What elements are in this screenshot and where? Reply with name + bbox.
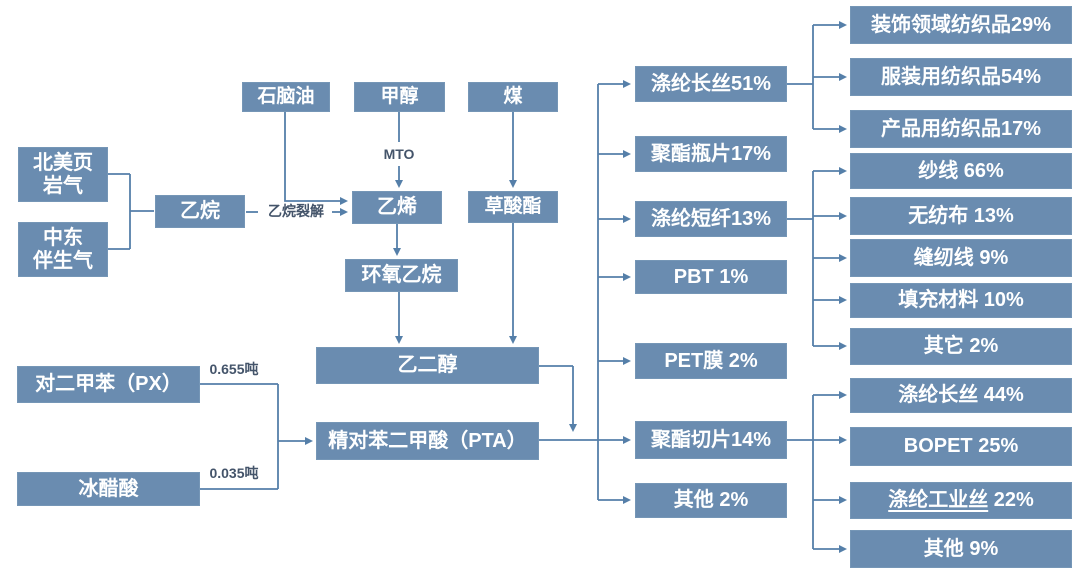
node-other-2: 其他 2% — [635, 483, 787, 518]
node-glacial-acetic-acid: 冰醋酸 — [17, 472, 200, 506]
node-product-textiles-17: 产品用纺织品17% — [850, 110, 1072, 148]
mto-label: MTO — [383, 146, 415, 162]
industrial-yarn-pct: 22% — [988, 489, 1034, 511]
node-others-2: 其它 2% — [850, 328, 1072, 365]
node-polyester-industrial-yarn-22: 涤纶工业丝 22% — [850, 482, 1072, 519]
node-oxalate-ester: 草酸酯 — [468, 191, 558, 223]
node-polyester-filament-44: 涤纶长丝 44% — [850, 378, 1072, 413]
node-pbt-1: PBT 1% — [635, 260, 787, 294]
node-other-9: 其他 9% — [850, 530, 1072, 568]
node-methanol: 甲醇 — [354, 82, 445, 112]
node-pta: 精对苯二甲酸（PTA） — [316, 422, 539, 460]
node-ethane: 乙烷 — [155, 195, 245, 228]
ethane-cracking-label: 乙烷裂解 — [268, 203, 324, 219]
node-decorative-textiles-29: 装饰领域纺织品29% — [850, 6, 1072, 44]
node-naphtha: 石脑油 — [242, 82, 330, 112]
node-pet-film-2: PET膜 2% — [635, 343, 787, 379]
node-meg: 乙二醇 — [316, 347, 539, 384]
acetic-yield-label: 0.035吨 — [209, 465, 259, 481]
node-north-america-shale-gas: 北美页 岩气 — [18, 147, 108, 202]
node-px: 对二甲苯（PX） — [17, 366, 200, 403]
node-sewing-thread-9: 缝纫线 9% — [850, 239, 1072, 277]
node-polyester-filament-51: 涤纶长丝51% — [635, 66, 787, 102]
node-bopet-25: BOPET 25% — [850, 427, 1072, 466]
node-ethylene: 乙烯 — [352, 191, 442, 224]
node-middle-east-associated-gas: 中东 伴生气 — [18, 222, 108, 277]
node-nonwoven-13: 无纺布 13% — [850, 197, 1072, 235]
node-yarn-66: 纱线 66% — [850, 153, 1072, 189]
px-yield-label: 0.655吨 — [209, 361, 259, 377]
node-coal: 煤 — [468, 82, 558, 112]
node-polyester-chip-14: 聚酯切片14% — [635, 421, 787, 459]
node-filling-material-10: 填充材料 10% — [850, 283, 1072, 318]
node-apparel-textiles-54: 服装用纺织品54% — [850, 58, 1072, 96]
node-ethylene-oxide: 环氧乙烷 — [345, 259, 458, 292]
node-polyester-staple-13: 涤纶短纤13% — [635, 201, 787, 237]
node-pet-bottle-chip-17: 聚酯瓶片17% — [635, 136, 787, 172]
industrial-yarn-label: 涤纶工业丝 — [888, 489, 989, 511]
